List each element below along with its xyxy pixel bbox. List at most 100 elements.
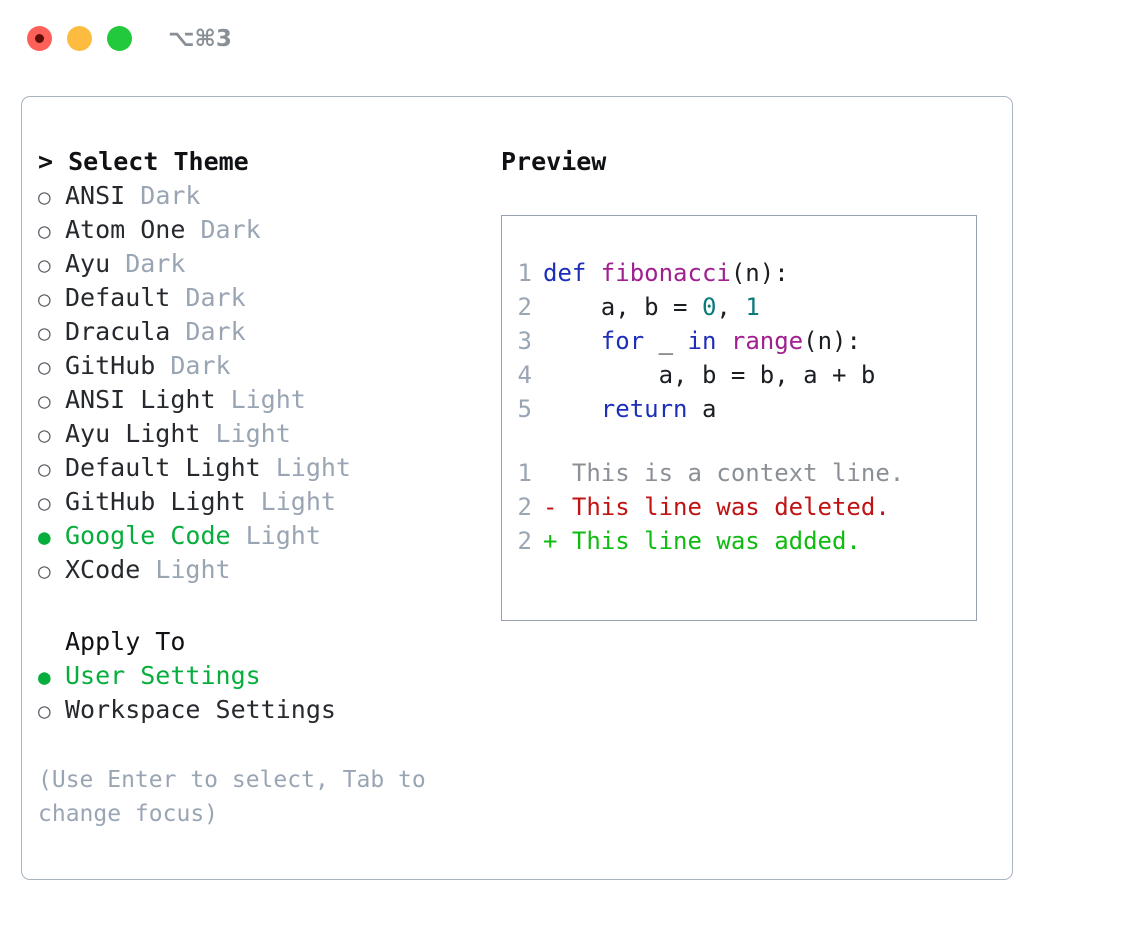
- radio-selected-icon: ●: [38, 665, 51, 689]
- radio-unselected-icon: ○: [38, 321, 51, 345]
- minimize-button[interactable]: [67, 26, 92, 51]
- radio-unselected-icon: ○: [38, 457, 51, 481]
- code-line: 3 for _ in range(n):: [511, 324, 970, 358]
- token-pl: (n):: [730, 259, 789, 287]
- radio-unselected-icon: ○: [38, 185, 51, 209]
- token-pl: a, b =: [543, 293, 702, 321]
- theme-variant-badge: Dark: [110, 249, 186, 278]
- theme-variant-badge: Light: [260, 453, 351, 482]
- theme-option-item[interactable]: ○ ANSI Light Light: [38, 383, 478, 417]
- theme-option-item-label: Dracula: [65, 317, 171, 346]
- line-number: 1: [517, 259, 532, 287]
- theme-option-item[interactable]: ○ Atom One Dark: [38, 213, 478, 247]
- theme-picker: > Select Theme ○ANSI Dark○Atom One Dark○…: [38, 145, 478, 831]
- diff-line-text-del: - This line was deleted.: [543, 493, 890, 521]
- theme-variant-badge: Light: [140, 555, 231, 584]
- theme-option-item-label: XCode: [65, 555, 141, 584]
- diff-line: 2 - This line was deleted.: [511, 490, 970, 524]
- theme-option-item-label: Ayu: [65, 249, 111, 278]
- token-pl: [716, 327, 730, 355]
- token-pl: [543, 327, 601, 355]
- theme-variant-badge: Dark: [155, 351, 231, 380]
- apply-to-option-item-label: Workspace Settings: [65, 695, 336, 724]
- token-kw: return: [600, 395, 688, 423]
- radio-unselected-icon: ○: [38, 253, 51, 277]
- diff-line-text-ctx: This is a context line.: [543, 459, 905, 487]
- radio-unselected-icon: ○: [38, 287, 51, 311]
- theme-variant-badge: Light: [200, 419, 291, 448]
- code-line: 5 return a: [511, 392, 970, 426]
- code-line: 4 a, b = b, a + b: [511, 358, 970, 392]
- theme-option-item[interactable]: ○ANSI Dark: [38, 179, 478, 213]
- theme-option-item[interactable]: ●Google Code Light: [38, 519, 478, 553]
- token-pl: ,: [716, 293, 746, 321]
- traffic-light-group: [27, 26, 132, 51]
- theme-option-item[interactable]: ○ XCode Light: [38, 553, 478, 587]
- theme-option-item[interactable]: ○ GitHub Light Light: [38, 485, 478, 519]
- radio-unselected-icon: ○: [38, 423, 51, 447]
- code-line-text: for _ in range(n):: [543, 324, 861, 358]
- theme-option-item-label: Default Light: [65, 453, 261, 482]
- line-number: 2: [517, 493, 532, 521]
- radio-unselected-icon: ○: [38, 699, 51, 723]
- token-fn: range: [730, 327, 804, 355]
- line-number: 1: [517, 459, 532, 487]
- radio-unselected-icon: ○: [38, 559, 51, 583]
- radio-unselected-icon: ○: [38, 219, 51, 243]
- theme-variant-badge: Dark: [125, 181, 201, 210]
- theme-option-item[interactable]: ○ Ayu Dark: [38, 247, 478, 281]
- radio-unselected-icon: ○: [38, 491, 51, 515]
- token-pl: a: [687, 395, 717, 423]
- diff-preview: 1 This is a context line. 2 - This line wa…: [511, 456, 970, 558]
- preview-heading: Preview: [501, 147, 607, 176]
- line-number: 2: [517, 527, 532, 555]
- theme-variant-badge: Dark: [170, 283, 246, 312]
- diff-line: 1 This is a context line.: [511, 456, 970, 490]
- close-button[interactable]: [27, 26, 52, 51]
- maximize-button[interactable]: [107, 26, 132, 51]
- token-fn: fibonacci: [600, 259, 731, 287]
- theme-option-item-label: Ayu Light: [65, 419, 201, 448]
- diff-line: 2 + This line was added.: [511, 524, 970, 558]
- theme-variant-badge: Dark: [185, 215, 261, 244]
- theme-variant-badge: Light: [215, 385, 306, 414]
- diff-line-text-add: + This line was added.: [543, 527, 861, 555]
- line-number: 2: [517, 293, 532, 321]
- code-line-text: a, b = 0, 1: [543, 290, 760, 324]
- theme-option-item-label: ANSI Light: [65, 385, 216, 414]
- apply-to-option-item[interactable]: ○ Workspace Settings: [38, 693, 478, 727]
- theme-option-item[interactable]: ○ GitHub Dark: [38, 349, 478, 383]
- apply-to-heading: Apply To: [65, 627, 186, 656]
- theme-option-item[interactable]: ○ Default Dark: [38, 281, 478, 315]
- line-number: 5: [517, 395, 532, 423]
- radio-unselected-icon: ○: [38, 389, 51, 413]
- apply-to-option-item[interactable]: ●User Settings: [38, 659, 478, 693]
- theme-option-item-label: Atom One: [65, 215, 186, 244]
- apply-to-section: Apply To ●User Settings ○ Workspace Settin…: [38, 625, 478, 727]
- theme-option-item-label: Google Code: [65, 521, 231, 550]
- token-pl: [543, 395, 601, 423]
- radio-selected-icon: ●: [38, 525, 51, 549]
- token-pl: (n):: [803, 327, 861, 355]
- code-line: 1 def fibonacci(n):: [511, 256, 970, 290]
- radio-unselected-icon: ○: [38, 355, 51, 379]
- token-kw: def: [543, 259, 601, 287]
- theme-option-item-label: Default: [65, 283, 171, 312]
- theme-option-item-label: GitHub Light: [65, 487, 246, 516]
- theme-option-item[interactable]: ○Dracula Dark: [38, 315, 478, 349]
- line-number: 3: [517, 327, 532, 355]
- theme-option-item-label: GitHub: [65, 351, 156, 380]
- code-line-text: def fibonacci(n):: [543, 256, 789, 290]
- token-num: 0: [701, 293, 717, 321]
- code-line-text: return a: [543, 392, 717, 426]
- theme-picker-heading: > Select Theme: [38, 147, 249, 176]
- token-pl: a, b = b, a + b: [543, 361, 876, 389]
- panel-body: > Select Theme ○ANSI Dark○Atom One Dark○…: [22, 97, 1012, 879]
- theme-option-item[interactable]: ○ Ayu Light Light: [38, 417, 478, 451]
- theme-option-item[interactable]: ○ Default Light Light: [38, 451, 478, 485]
- theme-variant-badge: Light: [245, 487, 336, 516]
